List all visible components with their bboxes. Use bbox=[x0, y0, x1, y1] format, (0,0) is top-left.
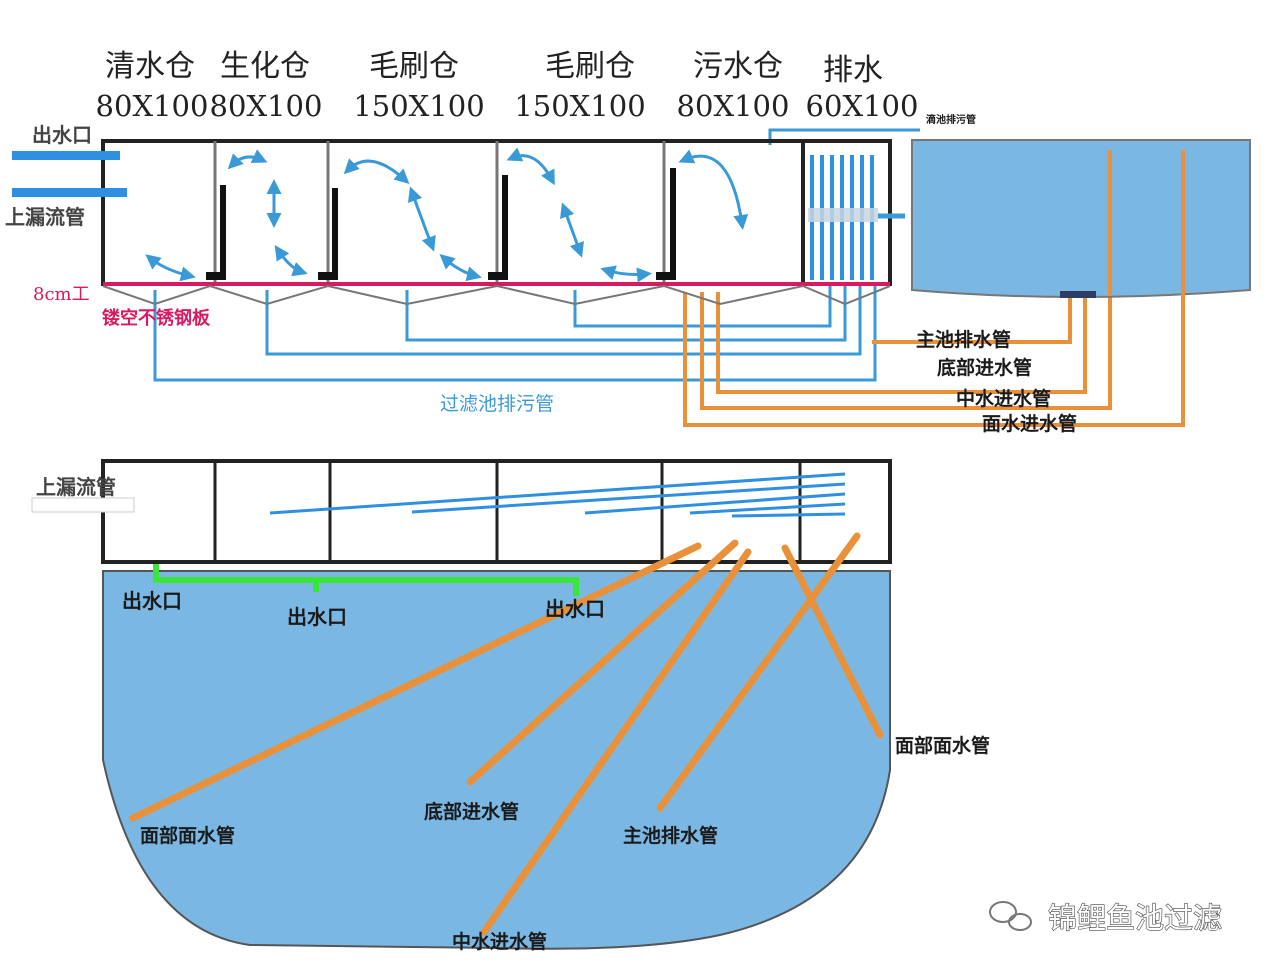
tank-sewage-pipe-label: 滴池排污管 bbox=[926, 113, 976, 126]
chamber-name: 排水 bbox=[823, 53, 883, 88]
watermark-text: 锦鲤鱼池过滤 bbox=[1048, 901, 1222, 935]
height-mark-label: 8cm工 bbox=[33, 284, 90, 305]
surface-inlet-label: 面水进水管 bbox=[982, 412, 1077, 435]
bottom-inlet-label: 底部进水管 bbox=[937, 356, 1032, 379]
outlet-label: 出水口 bbox=[32, 123, 92, 147]
chamber-size: 80X100 bbox=[210, 89, 323, 123]
chamber-size: 80X100 bbox=[96, 89, 209, 123]
chamber-name: 生化仓 bbox=[220, 49, 310, 84]
bottom-labels: 上漏流管 出水口 出水口 出水口 面部面水管 面部面水管 底部进水管 主池排水管… bbox=[36, 475, 990, 953]
upper-pond bbox=[911, 139, 1251, 298]
main-drain-label: 主池排水管 bbox=[916, 328, 1011, 351]
chamber-name: 污水仓 bbox=[693, 49, 783, 84]
filter-sewage-pipes bbox=[153, 128, 920, 382]
chamber-size: 60X100 bbox=[806, 89, 919, 123]
filter-box bbox=[101, 139, 905, 286]
wechat-icon bbox=[989, 901, 1032, 931]
mid-inlet-label: 中水进水管 bbox=[956, 387, 1051, 410]
outlet-label-right: 出水口 bbox=[545, 597, 605, 621]
chamber-size: 150X100 bbox=[353, 89, 484, 123]
chamber-name: 毛刷仓 bbox=[545, 49, 635, 84]
bottom-inlet-label-plan: 底部进水管 bbox=[424, 800, 519, 823]
pond-pipes-orange bbox=[129, 532, 884, 936]
chamber-name: 毛刷仓 bbox=[369, 49, 459, 84]
outlet-label-left: 出水口 bbox=[122, 589, 182, 613]
chamber-size: 150X100 bbox=[514, 89, 645, 123]
surface-pipe-label-left: 面部面水管 bbox=[140, 824, 235, 847]
overflow-pipe-label: 上漏流管 bbox=[5, 205, 85, 229]
mesh-plate-label: 镂空不锈钢板 bbox=[102, 307, 211, 329]
overflow-pipe-label-plan: 上漏流管 bbox=[36, 475, 116, 499]
filter-sewage-pipe-label: 过滤池排污管 bbox=[440, 393, 554, 415]
mesh-plate bbox=[102, 282, 891, 306]
filter-box-plan bbox=[31, 459, 892, 564]
chamber-size: 80X100 bbox=[677, 89, 790, 123]
top-labels: 出水口 上漏流管 8cm工 镂空不锈钢板 过滤池排污管 滴池排污管 主池排水管 … bbox=[5, 113, 1077, 435]
chamber-name: 清水仓 bbox=[105, 49, 195, 84]
left-pipes bbox=[12, 151, 127, 197]
main-drain-label-plan: 主池排水管 bbox=[623, 824, 718, 847]
mid-inlet-label-plan: 中水进水管 bbox=[452, 930, 547, 953]
flow-arrows bbox=[145, 147, 749, 283]
chamber-headers: 清水仓 80X100 生化仓 80X100 毛刷仓 150X100 毛刷仓 15… bbox=[96, 49, 919, 123]
watermark: 锦鲤鱼池过滤 bbox=[989, 900, 1223, 936]
surface-pipe-label-right: 面部面水管 bbox=[895, 734, 990, 757]
outlet-label-mid: 出水口 bbox=[287, 605, 347, 629]
